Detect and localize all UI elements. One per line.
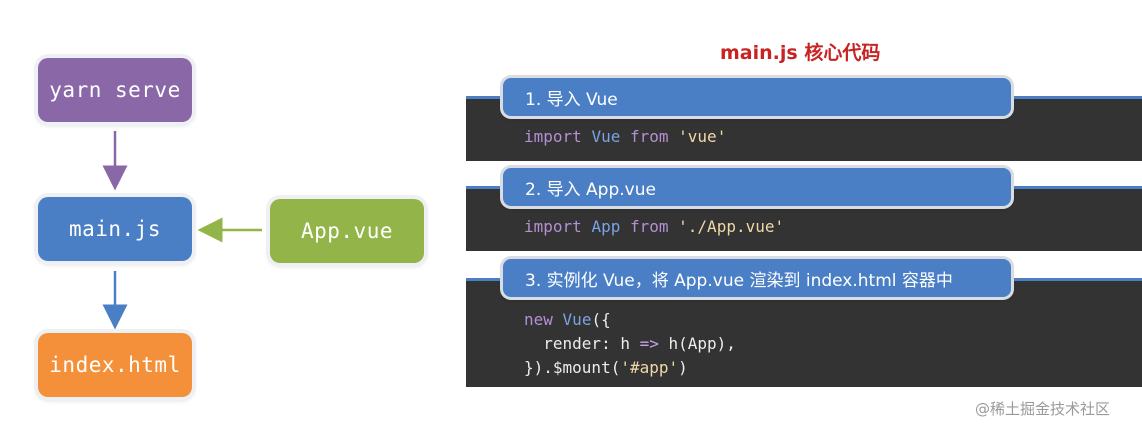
code-token xyxy=(582,217,592,236)
code-token xyxy=(553,310,563,329)
main-js-box: main.js xyxy=(38,197,192,261)
code-token xyxy=(669,217,679,236)
yarn-serve-label: yarn serve xyxy=(49,78,181,102)
code-block-1: import Vue from 'vue' xyxy=(524,127,726,147)
code-token: Vue xyxy=(562,310,592,329)
watermark: @稀土掘金技术社区 xyxy=(975,400,1111,418)
code-block-2: import App from './App.vue' xyxy=(524,217,784,237)
code-line: new Vue({ xyxy=(524,308,736,332)
code-token: from xyxy=(629,217,669,236)
code-token: Vue xyxy=(591,127,621,146)
code-token: => xyxy=(639,334,659,353)
code-token: import xyxy=(524,217,582,236)
code-token: }).$mount( xyxy=(524,358,621,377)
step-label-2: 2. 导入 App.vue xyxy=(525,179,656,200)
index-html-label: index.html xyxy=(49,353,181,377)
code-token: ({ xyxy=(591,310,611,329)
code-line: render: h => h(App), xyxy=(524,332,736,356)
app-vue-box: App.vue xyxy=(270,199,424,263)
step-tab-2: 2. 导入 App.vue xyxy=(503,168,1011,206)
code-token xyxy=(582,127,592,146)
code-token xyxy=(620,217,630,236)
main-js-core-code-title: main.js 核心代码 xyxy=(720,42,881,64)
main-js-label: main.js xyxy=(68,217,161,241)
step-tab-1: 1. 导入 Vue xyxy=(503,78,1011,116)
code-line: import Vue from 'vue' xyxy=(524,127,726,147)
code-token: './App.vue' xyxy=(678,217,785,236)
code-block-3: new Vue({ render: h => h(App),}).$mount(… xyxy=(524,308,736,380)
step-tab-3: 3. 实例化 Vue，将 App.vue 渲染到 index.html 容器中 xyxy=(503,259,1011,297)
code-token: '#app' xyxy=(620,358,679,377)
code-token: App xyxy=(591,217,621,236)
step-label-3: 3. 实例化 Vue，将 App.vue 渲染到 index.html 容器中 xyxy=(525,270,953,291)
code-token xyxy=(669,127,679,146)
code-line: import App from './App.vue' xyxy=(524,217,784,237)
code-line: }).$mount('#app') xyxy=(524,356,736,380)
index-html-box: index.html xyxy=(38,333,192,397)
code-token: import xyxy=(524,127,582,146)
step-label-1: 1. 导入 Vue xyxy=(525,89,618,110)
code-token xyxy=(620,127,630,146)
code-token: render: h xyxy=(543,334,640,353)
code-token: new xyxy=(524,310,553,329)
yarn-serve-box: yarn serve xyxy=(38,58,192,122)
code-token: from xyxy=(629,127,669,146)
code-token xyxy=(524,334,543,353)
app-vue-label: App.vue xyxy=(300,219,393,243)
code-token: ) xyxy=(678,358,688,377)
code-token: h(App), xyxy=(658,334,736,353)
code-token: 'vue' xyxy=(678,127,727,146)
flow-arrows xyxy=(102,131,262,330)
